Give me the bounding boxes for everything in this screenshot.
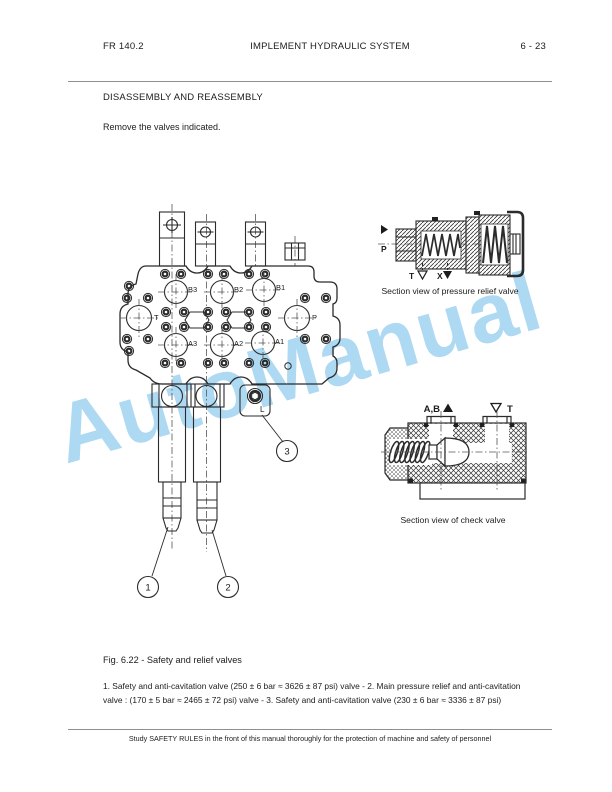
figure-caption: Fig. 6.22 - Safety and relief valves <box>103 655 242 665</box>
inlet-flow-icon <box>443 403 453 412</box>
relief-valve-section-drawing <box>395 210 525 278</box>
svg-text:2: 2 <box>225 583 230 594</box>
bolt-holes <box>121 268 332 370</box>
relief-port-t: T <box>409 271 415 281</box>
relief-port-x: X <box>437 271 443 281</box>
pressure-relief-section-view: P T X <box>378 210 526 281</box>
relief-port-p: P <box>381 244 387 254</box>
svg-text:1: 1 <box>145 583 150 594</box>
spool-bridges <box>184 311 252 329</box>
header-divider <box>68 81 552 82</box>
svg-text:3: 3 <box>284 447 289 458</box>
callout-2: 2 <box>216 575 240 599</box>
lower-band <box>151 383 271 417</box>
pilot-flow-icon <box>443 271 452 279</box>
check-port-ab: A,B <box>424 404 441 415</box>
check-valve-section-view: A,B T <box>381 402 529 500</box>
document-code: FR 140.2 <box>103 41 144 52</box>
port-label-t: T <box>154 313 159 322</box>
figure-description-line-2: valve : (170 ± 5 bar ≈ 2465 ± 72 psi) va… <box>103 694 502 705</box>
main-relief-valve-2 <box>192 406 222 534</box>
relief-view-caption: Section view of pressure relief valve <box>381 286 519 296</box>
ports: B3 B2 B1 T P A3 A2 A1 <box>119 271 317 364</box>
footer-safety-note: Study SAFETY RULES in the front of this … <box>128 734 492 743</box>
center-lines <box>171 204 296 552</box>
check-valve-section-drawing <box>384 415 527 500</box>
instruction-text: Remove the valves indicated. <box>103 122 221 132</box>
tank-flow-icon <box>416 270 429 281</box>
callout-leaders <box>151 414 284 577</box>
tank-flow-icon <box>489 402 503 414</box>
port-label-l: L <box>260 405 265 414</box>
valve-stems <box>158 211 306 267</box>
valve-block-diagram: B3 B2 B1 T P A3 A2 A1 L <box>119 204 341 599</box>
callout-3: 3 <box>275 439 299 463</box>
port-label-b1: B1 <box>276 283 285 292</box>
port-label-a1: A1 <box>275 337 284 346</box>
footer-divider <box>68 729 552 730</box>
flow-in-icon <box>381 225 388 234</box>
figure-description-line-1: 1. Safety and anti-cavitation valve (250… <box>103 681 521 691</box>
section-heading: DISASSEMBLY AND REASSEMBLY <box>103 92 263 103</box>
page-title: IMPLEMENT HYDRAULIC SYSTEM <box>250 41 410 52</box>
port-label-a3: A3 <box>188 339 197 348</box>
port-label-b2: B2 <box>234 285 243 294</box>
port-label-b3: B3 <box>188 285 197 294</box>
port-label-p: P <box>312 313 317 322</box>
callout-1: 1 <box>136 575 160 599</box>
page-number: 6 - 23 <box>520 41 546 52</box>
figure-description: 1. Safety and anti-cavitation valve (250… <box>103 680 520 707</box>
check-view-caption: Section view of check valve <box>400 515 506 525</box>
safety-valve-1 <box>157 406 187 532</box>
port-label-a2: A2 <box>234 339 243 348</box>
check-port-t: T <box>507 404 513 415</box>
